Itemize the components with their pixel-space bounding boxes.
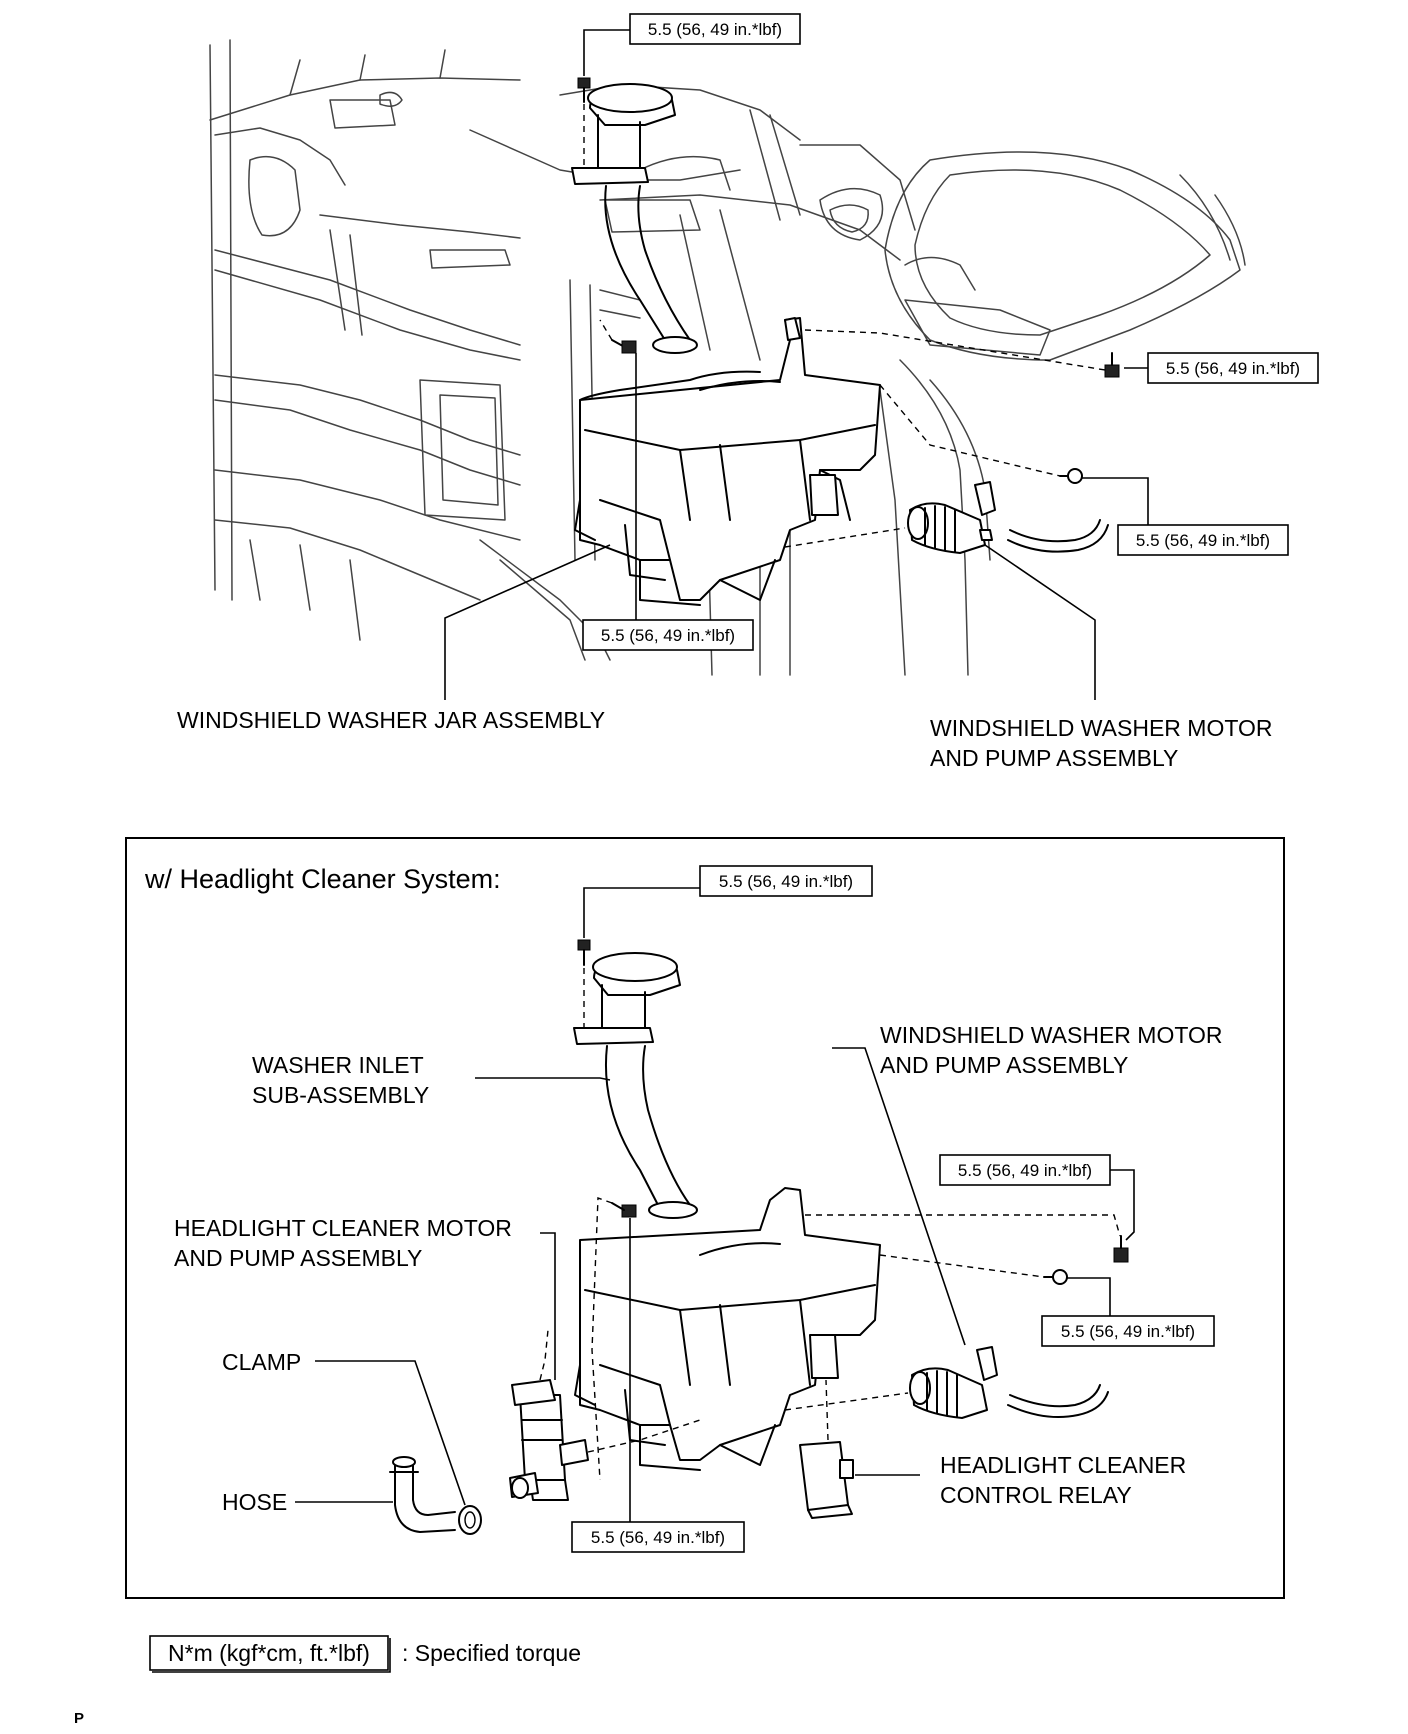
vehicle-body-background — [209, 39, 1246, 676]
washer-pump-top — [784, 481, 1109, 554]
headlight-cleaner-relay — [799, 1379, 854, 1519]
bolt-inlet-hc — [577, 939, 591, 1030]
label-cleaner-motor-line2: AND PUMP ASSEMBLY — [174, 1245, 422, 1271]
label-relay-line2: CONTROL RELAY — [940, 1482, 1132, 1508]
label-cleaner-motor-line1: HEADLIGHT CLEANER MOTOR — [174, 1215, 512, 1241]
bolt-right-top — [804, 329, 1120, 378]
torque-text: 5.5 (56, 49 in.*lbf) — [1061, 1322, 1195, 1341]
leader-top-inlet-torque — [583, 29, 630, 76]
label-relay-line1: HEADLIGHT CLEANER — [940, 1452, 1186, 1478]
torque-box-hc-grommet: 5.5 (56, 49 in.*lbf) — [1041, 1315, 1215, 1347]
torque-text: 5.5 (56, 49 in.*lbf) — [648, 20, 782, 39]
top-view: 5.5 (56, 49 in.*lbf) 5.5 (56, 49 in.*lbf… — [177, 13, 1319, 771]
bolt-inlet-top — [577, 77, 591, 170]
leader-top-motor — [984, 544, 1096, 700]
grommet-top — [879, 384, 1083, 484]
washer-jar-top — [574, 317, 881, 606]
label-hose: HOSE — [222, 1489, 287, 1515]
bolt-jar-hc — [591, 1197, 637, 1481]
torque-legend: N*m (kgf*cm, ft.*lbf) : Specified torque — [149, 1635, 581, 1673]
hose-part — [389, 1456, 456, 1533]
leader-top-grommet-torque — [1082, 477, 1149, 531]
leader-hc-washer-inlet — [475, 1077, 611, 1081]
torque-text: 5.5 (56, 49 in.*lbf) — [591, 1528, 725, 1547]
torque-text: 5.5 (56, 49 in.*lbf) — [1166, 359, 1300, 378]
label-washer-jar-assembly: WINDSHIELD WASHER JAR ASSEMBLY — [177, 707, 605, 733]
torque-box-top-right: 5.5 (56, 49 in.*lbf) — [1147, 352, 1319, 384]
leader-top-jar — [444, 544, 611, 700]
leader-hc-motor — [832, 1047, 966, 1346]
section-frame — [125, 837, 1285, 1599]
torque-text: 5.5 (56, 49 in.*lbf) — [719, 872, 853, 891]
label-washer-motor-line2: AND PUMP ASSEMBLY — [930, 745, 1178, 771]
label-washer-motor-line1: WINDSHIELD WASHER MOTOR — [930, 715, 1272, 741]
torque-text: 5.5 (56, 49 in.*lbf) — [1136, 531, 1270, 550]
headlight-cleaner-pump — [509, 1329, 701, 1501]
label-washer-inlet-line2: SUB-ASSEMBLY — [252, 1082, 429, 1108]
torque-box-hc-right: 5.5 (56, 49 in.*lbf) — [939, 1154, 1111, 1186]
bolt-jar-top — [599, 319, 637, 354]
legend-unit-box — [149, 1635, 389, 1671]
torque-box-hc-jar-bolt: 5.5 (56, 49 in.*lbf) — [571, 1521, 745, 1553]
legend-description: : Specified torque — [402, 1640, 581, 1666]
legend-unit-text: N*m (kgf*cm, ft.*lbf) — [168, 1640, 370, 1666]
torque-box-hc-inlet: 5.5 (56, 49 in.*lbf) — [699, 865, 873, 897]
torque-text: 5.5 (56, 49 in.*lbf) — [601, 626, 735, 645]
label-hc-washer-motor-line1: WINDSHIELD WASHER MOTOR — [880, 1022, 1222, 1048]
torque-box-top-jar-bolt: 5.5 (56, 49 in.*lbf) — [582, 619, 754, 651]
label-clamp: CLAMP — [222, 1349, 301, 1375]
leader-hc-right-torque — [1110, 1169, 1135, 1241]
leader-hc-cleaner-motor — [540, 1232, 556, 1380]
clamp-part — [458, 1505, 482, 1535]
grommet-hc — [879, 1254, 1068, 1285]
leader-hc-clamp — [315, 1360, 466, 1506]
leader-hc-inlet-torque — [583, 887, 700, 938]
washer-inlet-top — [571, 83, 698, 354]
bolt-right-hc — [805, 1214, 1129, 1263]
legend-box-shadow — [152, 1638, 391, 1673]
label-washer-inlet-line1: WASHER INLET — [252, 1052, 424, 1078]
footer-code: P — [74, 1710, 84, 1727]
headlight-cleaner-view: w/ Headlight Cleaner System: — [125, 837, 1285, 1599]
torque-box-top-inlet: 5.5 (56, 49 in.*lbf) — [629, 13, 801, 45]
washer-pump-hc — [784, 1346, 1109, 1419]
washer-inlet-hc — [573, 952, 698, 1219]
torque-box-top-grommet: 5.5 (56, 49 in.*lbf) — [1117, 524, 1289, 556]
section-header: w/ Headlight Cleaner System: — [144, 864, 501, 894]
torque-text: 5.5 (56, 49 in.*lbf) — [958, 1161, 1092, 1180]
washer-jar-hc — [574, 1187, 881, 1471]
label-hc-washer-motor-line2: AND PUMP ASSEMBLY — [880, 1052, 1128, 1078]
leader-hc-grommet-torque — [1067, 1277, 1111, 1316]
